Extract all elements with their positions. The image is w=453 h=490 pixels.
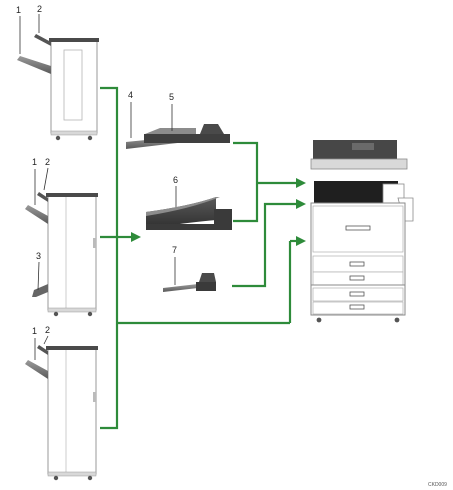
leader-2c (43, 335, 49, 345)
callout-2c: 2 (45, 325, 50, 335)
copier (310, 140, 414, 323)
internal-shift-tray (146, 197, 232, 230)
finisher-b-proof-tray (37, 192, 48, 202)
copier-drawer-1-handle (349, 261, 365, 267)
finisher-c-body (47, 347, 97, 475)
arrow-to-copier-bottom (290, 236, 306, 246)
arrow-to-copier-middle (296, 199, 306, 209)
copier-drawer-3-handle (349, 291, 365, 297)
finisher-a (17, 34, 99, 141)
finisher-b-body (47, 194, 97, 311)
finisher-c-top-cap (46, 346, 98, 350)
internal-finisher (126, 124, 230, 149)
finisher-a-top-cap (49, 38, 99, 42)
side-tray (163, 273, 216, 292)
finisher-a-proof-tray (34, 34, 51, 46)
finisher-b-shift-tray (25, 205, 48, 224)
finisher-b (25, 192, 98, 317)
callout-1c: 1 (32, 326, 37, 336)
shift-tray-6-top (146, 197, 220, 216)
internal-finisher-unit (200, 124, 224, 134)
callout-6: 6 (173, 175, 178, 185)
arrow-to-tray-6 (117, 232, 141, 242)
finisher-a-front-panel (63, 49, 83, 121)
finisher-c-proof-tray (37, 345, 48, 355)
leader-3 (37, 261, 40, 291)
copier-front-handle (345, 225, 371, 231)
side-tray-plate (163, 284, 198, 292)
copier-drawer-2-handle (349, 275, 365, 281)
finisher-a-caster (55, 135, 61, 141)
arrow-to-copier-top (296, 178, 306, 188)
internal-finisher-body (144, 134, 230, 143)
finisher-b-caster (53, 311, 59, 317)
callout-2a: 2 (37, 4, 42, 14)
callout-3: 3 (36, 251, 41, 261)
copier-caster (316, 317, 322, 323)
copier-caster (394, 317, 400, 323)
leader-2b (43, 167, 49, 191)
copier-adf-detail (352, 143, 374, 150)
finisher-b-booklet-tray (32, 284, 48, 297)
finisher-b-top-cap (46, 193, 98, 197)
copier-drawer-4-handle (349, 304, 365, 310)
side-tray-body (196, 282, 216, 291)
finisher-c-shift-tray (25, 360, 48, 379)
finisher-a-base (50, 130, 98, 136)
finisher-a-shift-tray (17, 56, 51, 74)
callout-5: 5 (169, 92, 174, 102)
connector-bracket-right (232, 141, 298, 288)
callout-1b: 1 (32, 157, 37, 167)
side-tray-unit (199, 273, 216, 282)
shift-tray-6-base (146, 224, 232, 230)
finisher-c-base (47, 471, 97, 477)
finisher-a-caster (87, 135, 93, 141)
finisher-b-base (47, 307, 97, 313)
finisher-b-handle (93, 238, 96, 248)
callout-1a: 1 (16, 5, 21, 15)
callout-7: 7 (172, 245, 177, 255)
finisher-c (25, 345, 98, 481)
finisher-c-handle (93, 392, 96, 402)
callout-4: 4 (128, 90, 133, 100)
finisher-b-caster (87, 311, 93, 317)
finisher-c-caster (53, 475, 59, 481)
callout-2b: 2 (45, 157, 50, 167)
connector-bracket-left (100, 86, 292, 430)
copier-output-area (314, 181, 398, 203)
copier-scanner (310, 158, 408, 170)
figure-code: CKD009 (428, 482, 447, 488)
internal-finisher-upper-tray (145, 128, 196, 134)
shift-tray-6-body (146, 197, 216, 229)
finisher-c-caster (87, 475, 93, 481)
